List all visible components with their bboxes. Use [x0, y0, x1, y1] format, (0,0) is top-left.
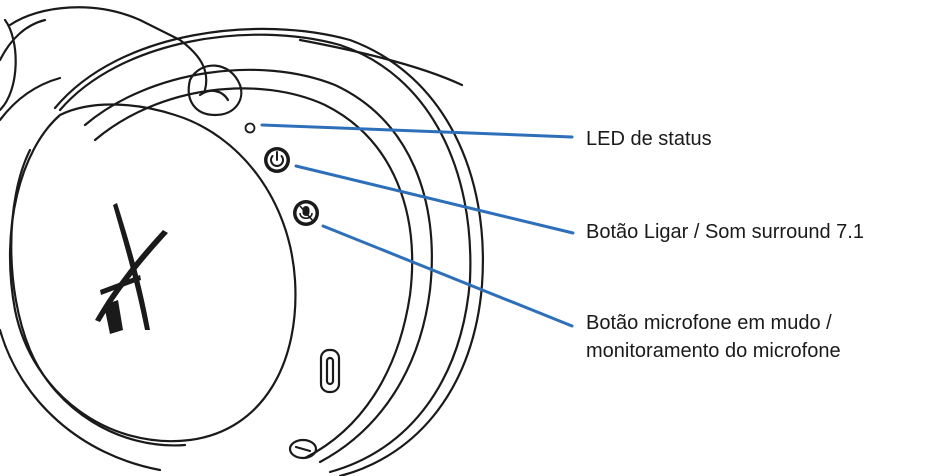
power-icon — [264, 147, 290, 173]
callout-label-mic-mute-line2: monitoramento do microfone — [586, 340, 841, 362]
status-led-dot — [244, 122, 256, 134]
usb-c-port-icon — [319, 348, 341, 394]
callout-label-power-button: Botão Ligar / Som surround 7.1 — [586, 221, 864, 243]
callout-label-status-led: LED de status — [586, 128, 712, 150]
earcup-plate — [8, 103, 297, 443]
mic-mute-icon — [293, 200, 319, 226]
yoke — [187, 64, 243, 117]
callout-label-mic-mute-line1: Botão microfone em mudo / — [586, 312, 832, 334]
leader-line-mic-mute-button — [321, 224, 574, 328]
leader-line-power-button — [294, 164, 575, 235]
headband — [8, 6, 208, 92]
leader-line-status-led — [260, 123, 574, 139]
earcup-outer — [58, 33, 472, 474]
hyperx-logo — [95, 203, 168, 334]
